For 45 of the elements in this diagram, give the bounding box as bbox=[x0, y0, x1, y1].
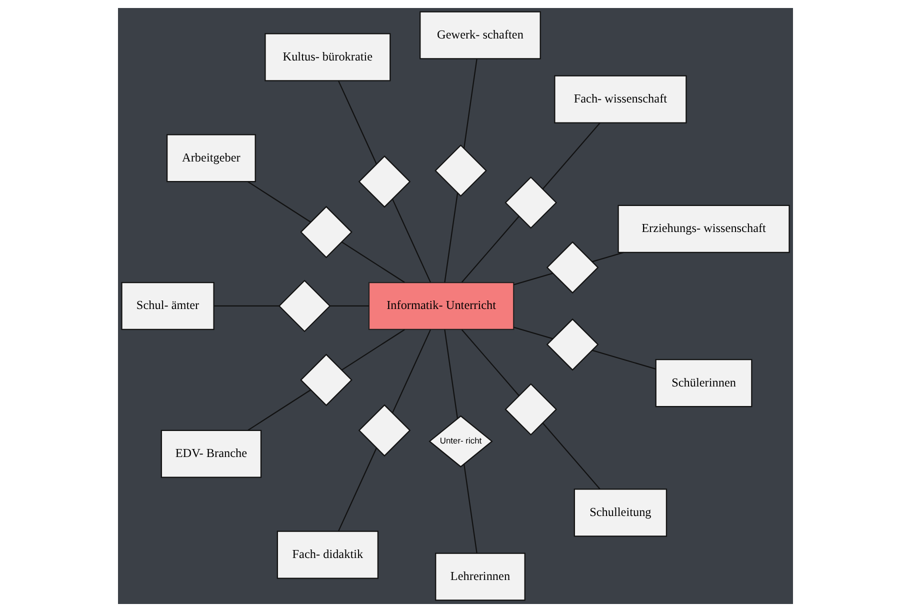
node-box: Informatik- Unterricht bbox=[368, 282, 514, 330]
node-diamond: Unter- richt bbox=[428, 415, 492, 468]
node-diamond bbox=[546, 241, 598, 294]
node-box: Schülerinnen bbox=[654, 359, 752, 408]
node-diamond bbox=[358, 404, 410, 457]
node-box: Arbeitgeber bbox=[166, 134, 256, 182]
node-diamond bbox=[300, 354, 352, 406]
node-box: Kultus- bürokratie bbox=[264, 33, 390, 82]
node-diamond bbox=[546, 318, 598, 371]
connector bbox=[341, 329, 404, 370]
node-diamond bbox=[504, 383, 557, 436]
node-diamond bbox=[300, 206, 352, 258]
connector bbox=[247, 389, 311, 431]
node-diamond bbox=[434, 144, 486, 197]
connector bbox=[392, 329, 430, 414]
connector bbox=[460, 216, 519, 283]
node-diamond bbox=[278, 280, 330, 332]
node-box: Gewerk- schaften bbox=[419, 11, 540, 60]
connector bbox=[444, 330, 458, 419]
connector bbox=[330, 305, 368, 307]
connector bbox=[592, 350, 656, 370]
connector bbox=[513, 326, 552, 340]
node-box: Erziehungs- wissenschaft bbox=[617, 204, 790, 253]
connector bbox=[338, 80, 376, 164]
node-box: Fach- wissenschaft bbox=[554, 75, 686, 124]
node-box: Lehrerinnen bbox=[434, 552, 525, 601]
connector bbox=[513, 272, 552, 286]
node-diamond bbox=[504, 176, 557, 229]
connector bbox=[463, 464, 477, 554]
node-box: Schulleitung bbox=[573, 488, 667, 537]
connector bbox=[592, 252, 624, 262]
connector bbox=[460, 329, 519, 396]
connector bbox=[444, 192, 458, 282]
node-box: Fach- didaktik bbox=[276, 530, 378, 579]
connector bbox=[247, 181, 311, 223]
connector bbox=[542, 122, 600, 190]
node-box: EDV- Branche bbox=[160, 430, 262, 478]
node-diamond bbox=[358, 155, 410, 208]
connector bbox=[338, 448, 376, 532]
connector bbox=[462, 58, 477, 148]
connector bbox=[542, 422, 600, 490]
node-box: Schul- ämter bbox=[120, 282, 214, 330]
connector bbox=[392, 198, 430, 283]
connector bbox=[341, 242, 404, 283]
connector bbox=[214, 305, 279, 307]
